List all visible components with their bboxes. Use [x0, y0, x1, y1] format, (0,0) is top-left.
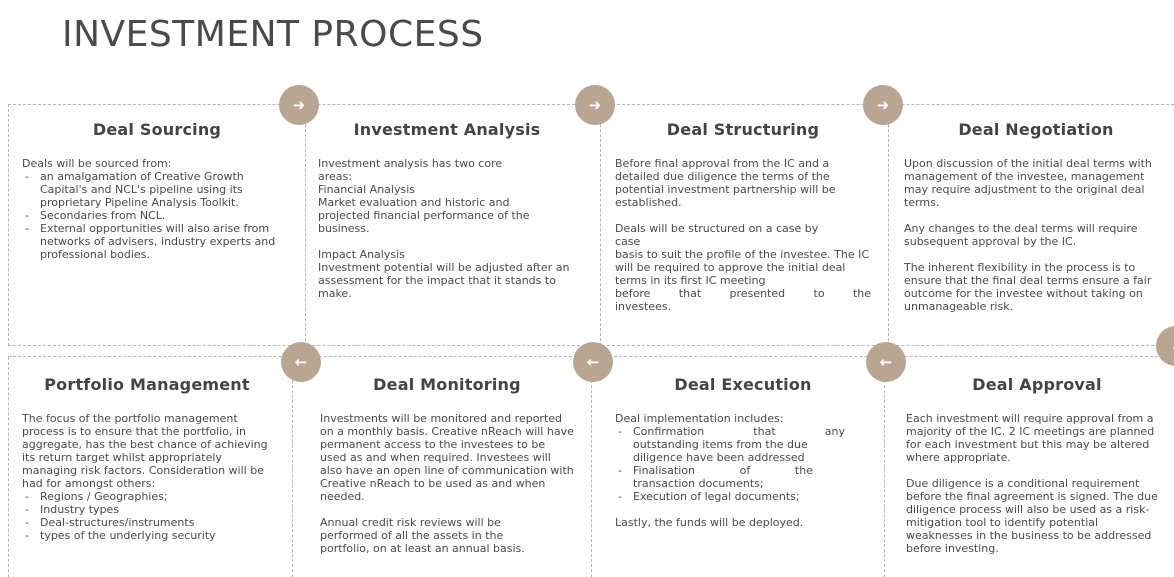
- paragraph: before that presented to the: [615, 287, 871, 300]
- list-item-line: Confirmation that any: [633, 425, 845, 438]
- list-item-line: transaction documents;: [633, 477, 764, 490]
- list-item-line: Finalisation of the: [633, 464, 813, 477]
- column-divider-3-bottom: [884, 380, 885, 577]
- deal-negotiation-title: Deal Negotiation: [958, 120, 1114, 139]
- paragraph: investees.: [615, 300, 672, 313]
- arrow-right-icon: ➜: [575, 85, 615, 125]
- list-item: Regions / Geographies;: [22, 490, 272, 503]
- paragraph: Investments will be monitored and report…: [320, 412, 574, 503]
- deal-execution-title: Deal Execution: [674, 375, 812, 394]
- paragraph: Investment analysis has two core areas:: [318, 157, 503, 183]
- list-item: Industry types: [22, 503, 272, 516]
- paragraph: The focus of the portfolio management pr…: [22, 412, 268, 490]
- portfolio-management-title: Portfolio Management: [44, 375, 250, 394]
- list-item: Finalisation of the transaction document…: [615, 464, 845, 490]
- page-title: INVESTMENT PROCESS: [62, 14, 484, 55]
- paragraph: Lastly, the funds will be deployed.: [615, 516, 804, 529]
- list-item: types of the underlying security: [22, 529, 272, 542]
- paragraph: Due diligence is a conditional requireme…: [906, 477, 1158, 555]
- paragraph: Any changes to the deal terms will requi…: [904, 222, 1138, 248]
- paragraph: Before final approval from the IC and a …: [615, 157, 836, 209]
- list-item: Execution of legal documents;: [615, 490, 845, 503]
- investment-analysis-card: Investment Analysis Investment analysis …: [318, 120, 576, 300]
- arrow-right-icon: ➜: [863, 85, 903, 125]
- deal-negotiation-card: Deal Negotiation Upon discussion of the …: [904, 120, 1168, 313]
- deal-monitoring-title: Deal Monitoring: [373, 375, 521, 394]
- deal-approval-title: Deal Approval: [972, 375, 1102, 394]
- left-border-top: [8, 104, 9, 346]
- paragraph: Market evaluation and historic and proje…: [318, 196, 530, 235]
- arrow-left-icon: ←: [573, 342, 613, 382]
- deal-structuring-title: Deal Structuring: [666, 120, 820, 139]
- paragraph: Investment potential will be adjusted af…: [318, 261, 570, 300]
- list-item: Secondaries from NCL.: [22, 209, 292, 222]
- deal-monitoring-card: Deal Monitoring Investments will be moni…: [320, 375, 574, 555]
- paragraph: Annual credit risk reviews will be perfo…: [320, 516, 525, 555]
- deal-sourcing-intro: Deals will be sourced from:: [22, 157, 172, 170]
- portfolio-management-card: Portfolio Management The focus of the po…: [22, 375, 272, 542]
- arrow-down-icon: ↓: [1156, 326, 1174, 366]
- arrow-left-icon: ←: [866, 342, 906, 382]
- list-item: Confirmation that any outstanding items …: [615, 425, 845, 464]
- paragraph: Impact Analysis: [318, 248, 405, 261]
- arrow-left-icon: ←: [281, 342, 321, 382]
- column-divider-1-top: [305, 124, 306, 346]
- paragraph: Upon discussion of the initial deal term…: [904, 157, 1152, 209]
- left-border-bottom: [8, 357, 9, 577]
- list-item-line: outstanding items from the due diligence…: [633, 438, 808, 464]
- arrow-right-icon: ➜: [279, 85, 319, 125]
- paragraph: Financial Analysis: [318, 183, 415, 196]
- paragraph: basis to suit the profile of the investe…: [615, 248, 870, 287]
- paragraph: Deals will be structured on a case by ca…: [615, 222, 819, 248]
- paragraph: The inherent flexibility in the process …: [904, 261, 1152, 313]
- list-item: Deal-structures/instruments: [22, 516, 272, 529]
- deal-approval-card: Deal Approval Each investment will requi…: [906, 375, 1168, 555]
- investment-analysis-title: Investment Analysis: [353, 120, 541, 139]
- column-divider-2-top: [600, 124, 601, 346]
- list-item: External opportunities will also arise f…: [22, 222, 292, 261]
- column-divider-2-bottom: [591, 380, 592, 577]
- column-divider-1-bottom: [292, 380, 293, 577]
- deal-sourcing-title: Deal Sourcing: [92, 120, 222, 139]
- paragraph: Each investment will require approval fr…: [906, 412, 1155, 464]
- deal-sourcing-card: Deal Sourcing Deals will be sourced from…: [22, 120, 292, 261]
- list-item: an amalgamation of Creative Growth Capit…: [22, 170, 292, 209]
- column-divider-3-top: [888, 124, 889, 346]
- paragraph: Deal implementation includes:: [615, 412, 784, 425]
- deal-structuring-card: Deal Structuring Before final approval f…: [615, 120, 871, 313]
- deal-execution-card: Deal Execution Deal implementation inclu…: [615, 375, 871, 529]
